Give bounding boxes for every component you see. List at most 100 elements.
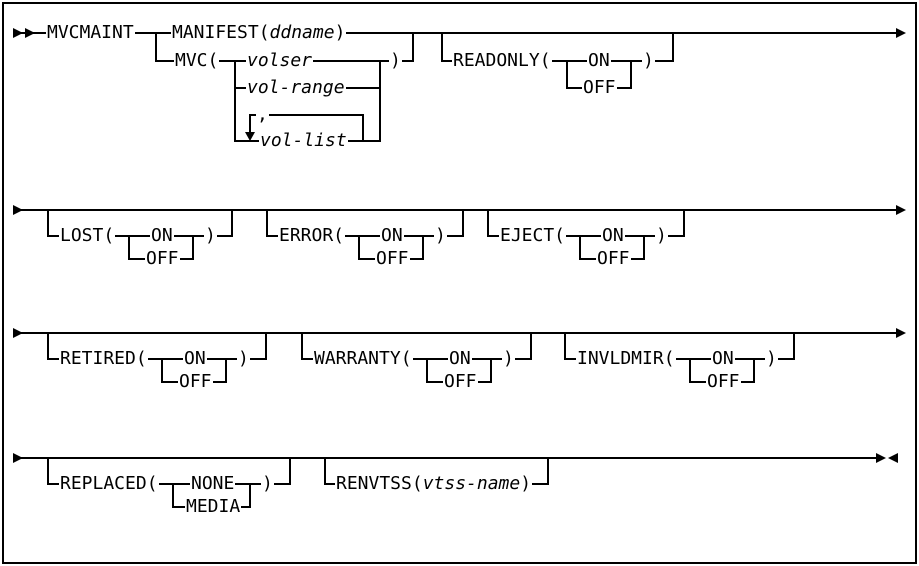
value-on: ON	[183, 348, 207, 369]
rail-branch	[47, 457, 49, 485]
value-off: OFF	[145, 248, 180, 269]
rail-branch	[379, 60, 381, 142]
rail-branch	[441, 32, 443, 62]
rail-branch	[630, 60, 632, 89]
rail-branch	[579, 235, 581, 260]
variable-vtss-name: vtss-name	[422, 473, 521, 494]
value-on: ON	[601, 225, 625, 246]
keyword-renvtss-open: RENVTSS(	[336, 473, 423, 494]
value-on: ON	[150, 225, 174, 246]
rail-main-row3	[13, 332, 898, 334]
paren-close: )	[204, 225, 217, 246]
paren-close: )	[434, 225, 447, 246]
keyword-eject-open: EJECT(	[499, 225, 567, 246]
keyword-mvcmaint: MVCMAINT	[46, 22, 135, 43]
rail-branch	[793, 332, 795, 360]
rail-invldmir	[564, 358, 795, 360]
value-off: OFF	[706, 371, 741, 392]
rail-warranty	[301, 358, 532, 360]
keyword-mvc-open: MVC(	[174, 50, 220, 71]
rail-branch	[426, 358, 428, 383]
rail-branch	[301, 332, 303, 360]
paren-close: )	[261, 473, 274, 494]
rail-branch	[234, 60, 236, 142]
rail-branch	[683, 209, 685, 237]
rail-branch	[47, 209, 49, 237]
paren-close: )	[334, 22, 346, 43]
rail-branch	[530, 332, 532, 360]
end-arrow-icon	[876, 453, 886, 463]
rail-branch	[47, 332, 49, 360]
rail-main-row1	[13, 32, 898, 34]
keyword-error-open: ERROR(	[278, 225, 346, 246]
rail-loop-top	[249, 114, 364, 116]
rail-branch	[128, 235, 130, 260]
variable-volser: volser	[246, 50, 314, 71]
rail-branch	[289, 457, 291, 485]
rail-main-row4	[13, 457, 878, 459]
rail-error	[266, 235, 464, 237]
comma-separator: ,	[256, 104, 269, 125]
value-on: ON	[380, 225, 404, 246]
rail-main-row2	[13, 209, 898, 211]
rail-eject	[487, 235, 685, 237]
value-off: OFF	[596, 248, 631, 269]
continue-arrow-icon	[896, 328, 906, 338]
keyword-retired-open: RETIRED(	[59, 348, 148, 369]
rail-branch	[422, 235, 424, 260]
end-arrow-icon	[888, 453, 898, 463]
rail-branch	[566, 60, 568, 89]
rail-branch	[172, 483, 174, 508]
continue-arrow-icon	[896, 205, 906, 215]
rail-branch	[487, 209, 489, 237]
rail-branch	[412, 32, 414, 62]
rail-branch	[564, 332, 566, 360]
paren-close-mvc: )	[389, 50, 402, 71]
rail-branch	[490, 358, 492, 383]
value-on: ON	[448, 348, 472, 369]
rail-branch	[265, 332, 267, 360]
rail-branch	[192, 235, 194, 260]
keyword-warranty-open: WARRANTY(	[313, 348, 413, 369]
keyword-lost-open: LOST(	[59, 225, 116, 246]
rail-loop-left	[249, 114, 251, 134]
rail-branch	[225, 358, 227, 383]
rail-branch	[643, 235, 645, 260]
loop-arrow-down-icon	[245, 132, 255, 141]
rail-branch	[324, 457, 326, 485]
value-off: OFF	[178, 371, 213, 392]
rail-readonly	[441, 60, 674, 62]
value-media: MEDIA	[185, 496, 242, 517]
value-off: OFF	[443, 371, 478, 392]
rail-branch	[266, 209, 268, 237]
value-off: OFF	[582, 77, 617, 98]
rail-retired	[47, 358, 267, 360]
value-on: ON	[587, 50, 611, 71]
paren-close: )	[237, 348, 250, 369]
rail-branch	[753, 358, 755, 383]
paren-close: )	[502, 348, 515, 369]
rail-branch	[249, 483, 251, 508]
rail-replaced	[47, 483, 291, 485]
paren-close: )	[765, 348, 778, 369]
rail-branch	[358, 235, 360, 260]
keyword-readonly-open: READONLY(	[452, 50, 552, 71]
variable-ddname: ddname	[269, 22, 335, 43]
value-none: NONE	[190, 473, 236, 494]
continue-arrow-icon	[896, 28, 906, 38]
rail-lost	[47, 235, 233, 237]
paren-close: )	[520, 473, 532, 494]
rail-branch	[161, 358, 163, 383]
keyword-manifest: MANIFEST(ddname)	[171, 22, 347, 43]
paren-close: )	[655, 225, 668, 246]
value-on: ON	[711, 348, 735, 369]
keyword-replaced-open: REPLACED(	[59, 473, 159, 494]
rail-branch	[672, 32, 674, 62]
keyword-renvtss: RENVTSS(vtss-name)	[335, 473, 533, 494]
keyword-manifest-open: MANIFEST(	[172, 22, 270, 43]
keyword-invldmir-open: INVLDMIR(	[576, 348, 676, 369]
rail-branch	[231, 209, 233, 237]
variable-vol-range: vol-range	[246, 77, 346, 98]
